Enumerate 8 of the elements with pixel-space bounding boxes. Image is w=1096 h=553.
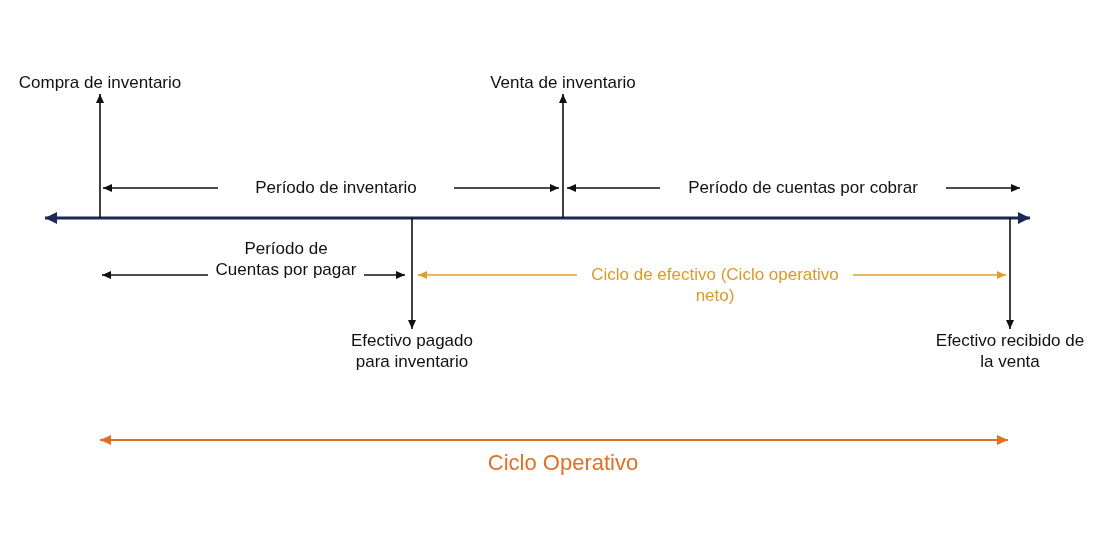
arrow	[559, 93, 567, 219]
arrow	[408, 217, 416, 330]
arrow	[96, 93, 104, 219]
arrow	[1006, 217, 1014, 330]
event-label: Compra de inventario	[0, 72, 210, 93]
event-label: Efectivo pagado para inventario	[332, 330, 492, 372]
event-label: Efectivo recibido de la venta	[935, 330, 1085, 372]
event-label: Venta de inventario	[463, 72, 663, 93]
